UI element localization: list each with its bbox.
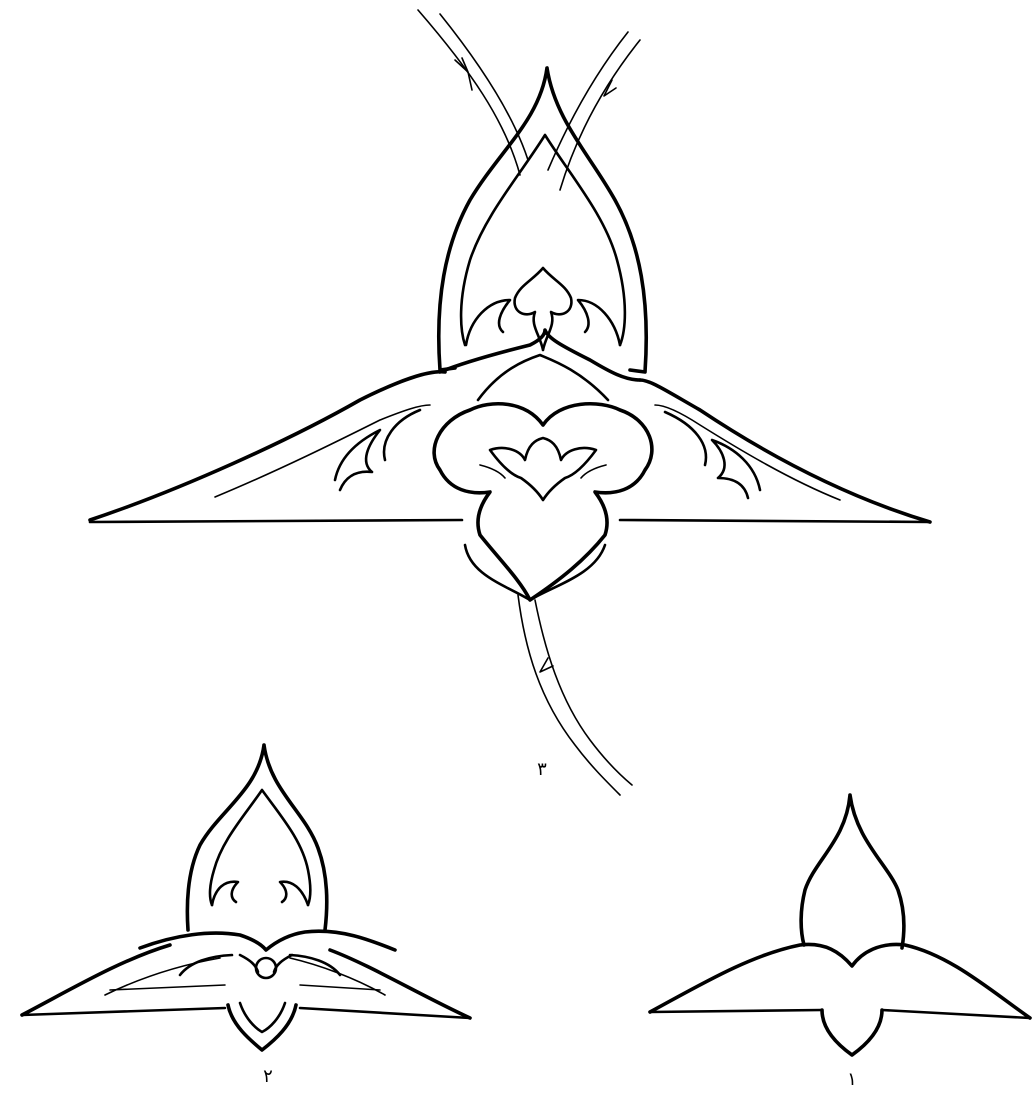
figure-3-lower-stem	[518, 595, 632, 795]
figure-3-left-wing	[90, 372, 445, 520]
figure-2-center-circle	[256, 958, 276, 978]
figure-3-top-leaf-inner	[461, 135, 625, 345]
figure-2-arch	[140, 931, 395, 950]
figure-1-label: ۱	[847, 1069, 857, 1090]
figure-2-right-wing	[330, 950, 470, 1018]
figure-3-inner-lotus	[490, 438, 596, 500]
figure-2-lower-drop	[228, 1005, 296, 1050]
figure-3-right-wing	[640, 380, 930, 522]
figure-2-drawing	[22, 745, 470, 1050]
figure-3-rosette	[434, 404, 652, 600]
figure-1-arch	[650, 944, 1030, 1018]
figure-3-drawing	[90, 10, 930, 795]
figure-1-top-leaf	[801, 795, 904, 948]
figure-2-label: ۲	[263, 1066, 273, 1087]
figure-1-drawing	[650, 795, 1030, 1055]
figure-2-left-wing	[22, 945, 170, 1015]
figure-3-baseline	[90, 520, 930, 522]
figure-1-baseline	[650, 1010, 1030, 1018]
figure-3-label: ۳	[537, 759, 547, 780]
figure-1-lower-drop	[822, 1010, 882, 1055]
figure-3-top-stems	[418, 10, 640, 190]
